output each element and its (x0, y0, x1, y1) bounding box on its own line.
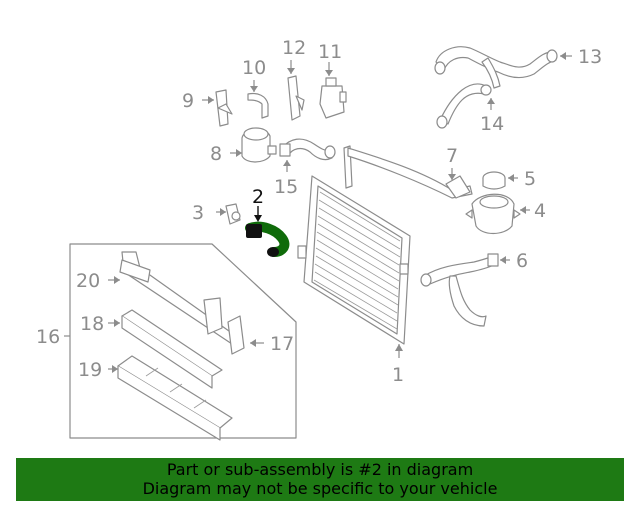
callout-12: 12 (282, 37, 306, 59)
callout-2-leader (254, 206, 262, 222)
clip-part-10 (247, 92, 269, 119)
valve-part-11 (319, 77, 347, 119)
callout-16: 16 (36, 326, 60, 348)
sensor-part-3 (225, 203, 241, 225)
intercooler-part-18 (121, 309, 223, 389)
callout-8: 8 (210, 143, 222, 165)
bracket-part-12 (287, 75, 305, 121)
expansion-tank-part-4 (465, 193, 521, 235)
callout-1: 1 (392, 364, 404, 386)
callout-4: 4 (534, 200, 546, 222)
callout-18: 18 (80, 313, 104, 335)
callout-14: 14 (480, 113, 504, 135)
callout-19: 19 (78, 359, 102, 381)
hose-part-6 (420, 253, 499, 327)
callout-15: 15 (274, 176, 298, 198)
part-notice-banner: Part or sub-assembly is #2 in diagram Di… (16, 458, 624, 501)
hose-part-14 (436, 83, 492, 129)
callout-6: 6 (516, 250, 528, 272)
callout-arrows (112, 52, 566, 373)
water-pump-part-8 (241, 127, 277, 163)
bracket-part-17 (203, 297, 245, 355)
hose-part-13 (434, 46, 558, 89)
banner-line-2: Diagram may not be specific to your vehi… (142, 479, 498, 498)
callout-13: 13 (578, 46, 602, 68)
bracket-part-9 (215, 89, 233, 127)
callout-7: 7 (446, 145, 458, 167)
coolant-hose-part-2 (245, 221, 290, 257)
callout-20: 20 (76, 270, 100, 292)
tank-cap-part-5 (482, 171, 506, 190)
hose-part-15 (279, 138, 336, 161)
tray-part-19 (117, 355, 233, 441)
sub-assembly-box-16 (69, 243, 297, 439)
radiator-support-rod-part (343, 145, 473, 199)
banner-line-1: Part or sub-assembly is #2 in diagram (166, 460, 474, 479)
callout-3: 3 (192, 202, 204, 224)
callout-11: 11 (318, 41, 342, 63)
callout-17: 17 (270, 333, 294, 355)
radiator-part (297, 175, 411, 345)
callout-5: 5 (524, 168, 536, 190)
callout-2: 2 (252, 186, 264, 208)
callout-10: 10 (242, 57, 266, 79)
callout-9: 9 (182, 90, 194, 112)
